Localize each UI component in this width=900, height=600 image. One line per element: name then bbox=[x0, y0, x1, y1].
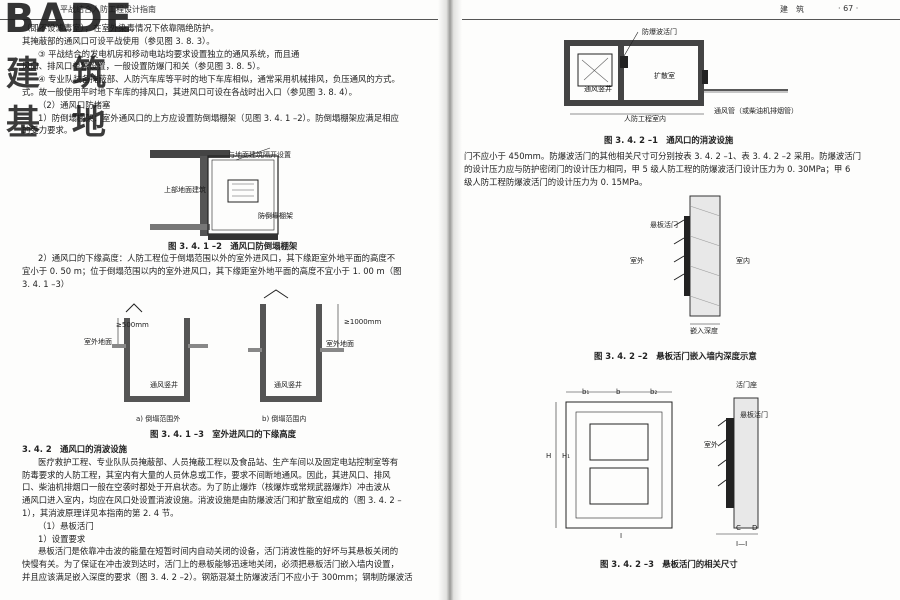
fig2a-sub: a) 倒塌范围外 bbox=[136, 415, 181, 423]
fig2b-ground: 室外地面 bbox=[326, 340, 354, 348]
text-line: 宜小于 0. 50 m；位于倒塌范围以内的室外进风口，其下缘距室外地平面的高度不… bbox=[22, 265, 402, 276]
valve-dimension-figure bbox=[555, 391, 759, 535]
text-line: 3. 4. 1 –3） bbox=[22, 278, 70, 289]
r-fig1-label-room: 扩散室 bbox=[654, 72, 675, 80]
r-fig3-valve: 悬板活门 bbox=[740, 411, 768, 419]
collapse-shed-figure bbox=[150, 147, 280, 240]
right-running-header: 建 筑 bbox=[780, 5, 804, 14]
left-header-rule bbox=[0, 19, 446, 20]
fig2b-shaft: 通风竖井 bbox=[274, 381, 302, 389]
text-line: 的设计压力应与防护密闭门的设计压力相同，甲 5 级人防工程的防爆波活门设计压力为… bbox=[464, 163, 851, 174]
r-fig2-caption: 图 3. 4. 2 –2 悬板活门嵌入墙内深度示意 bbox=[594, 351, 757, 361]
r-fig3-c: C bbox=[736, 524, 741, 532]
fig2a-shaft: 通风竖井 bbox=[150, 381, 178, 389]
text-line: 通风口进入室内，均应在风口处设置消波设施。消波设施是由防爆波活门和扩散室组成的（… bbox=[22, 495, 402, 506]
text-line: 医疗救护工程、专业队队员掩蔽部、人员掩蔽工程以及食品站、生产车间以及固定电站控制… bbox=[38, 456, 399, 467]
right-page-number: · 67 · bbox=[838, 4, 859, 13]
text-line: 悬板活门是依靠冲击波的能量在短暂时间内自动关闭的设备，活门消波性能的好坏与其悬板… bbox=[38, 546, 399, 557]
text-line: 1）防倒塌棚架：室外通风口的上方应设置防倒塌棚架（见图 3. 4. 1 –2）。… bbox=[38, 112, 399, 123]
r-fig1-label-valve: 防爆波活门 bbox=[642, 28, 677, 36]
r-fig3-b2: b₂ bbox=[650, 388, 658, 396]
text-line: 级人防工程防爆波活门的设计压力为 0. 15MPa。 bbox=[464, 176, 648, 187]
fig1-label-middle: 上部地面建筑 bbox=[164, 186, 206, 194]
fig1-label-top: 与地面建筑隔开设置 bbox=[228, 151, 291, 159]
watermark-logo: BADE 建 筑 基 地 bbox=[0, 0, 176, 143]
fig2-caption: 图 3. 4. 1 –3 室外进风口的下缘高度 bbox=[150, 429, 297, 439]
r-fig3-caption: 图 3. 4. 2 –3 悬板活门的相关尺寸 bbox=[600, 559, 738, 569]
r-fig3-h: H bbox=[546, 452, 552, 460]
r-fig3-outside: 室外 bbox=[704, 441, 718, 449]
fig2a-ground: 室外地面 bbox=[84, 338, 112, 346]
watermark-en: BADE bbox=[4, 0, 134, 42]
right-page: 建 筑 · 67 · 防爆波活门 通风竖井 扩散室 人防工程室内 通风管（或柴油… bbox=[454, 0, 900, 600]
right-header-rule bbox=[454, 19, 900, 20]
r-fig3-frame: 活门座 bbox=[736, 381, 757, 389]
text-line: 防毒要求的人防工程，其室内有大量的人员休息或工作，要求不间断地通风。因此，其进风… bbox=[22, 469, 391, 480]
r-fig3-section: Ⅰ—Ⅰ bbox=[736, 540, 748, 548]
embed-depth-figure bbox=[673, 195, 721, 325]
text-line: （2）通风口防堵塞 bbox=[38, 99, 111, 110]
r-fig2-label-inside: 室内 bbox=[736, 257, 750, 265]
text-line: 的受力要求。 bbox=[22, 125, 73, 136]
fig1-label-bottom: 防倒塌棚架 bbox=[258, 212, 293, 220]
book-gutter bbox=[438, 0, 462, 600]
r-fig3-b: b bbox=[616, 388, 621, 396]
r-fig1-caption: 图 3. 4. 2 –1 通风口的消波设施 bbox=[604, 135, 734, 145]
r-fig3-h1: H₁ bbox=[562, 452, 571, 460]
text-line: 口、柴油机排烟口一般在空袭时都处于开启状态。为了防止爆炸（核爆炸或常规武器爆炸）… bbox=[22, 482, 391, 493]
r-fig1-label-shaft: 通风竖井 bbox=[584, 85, 612, 93]
text-line: 2）通风口的下缘高度：人防工程位于倒塌范围以外的室外进风口，其下缘距室外地平面的… bbox=[38, 253, 396, 263]
text-line: 1）设置要求 bbox=[38, 533, 86, 544]
text-line: 门不应小于 450mm。防爆波活门的其他相关尺寸可分别按表 3. 4. 2 –1… bbox=[464, 151, 861, 161]
left-running-header: 平战结合人防工程设计指南 bbox=[60, 5, 156, 14]
text-line: 3. 4. 2 通风口的消波设施 bbox=[22, 444, 128, 454]
r-fig3-d: D bbox=[752, 524, 758, 532]
text-line: ④ 专业队装备掩蔽部、人防汽车库等平时的地下车库相似，通常采用机械排风，负压通风… bbox=[38, 74, 400, 85]
r-fig2-label-valve: 悬板活门 bbox=[650, 221, 678, 229]
fig1-caption: 图 3. 4. 1 –2 通风口防倒塌棚架 bbox=[168, 241, 298, 251]
text-line: 并且应该满足嵌入深度的要求（图 3. 4. 2 –2）。钢筋混凝土防爆波活门不应… bbox=[22, 572, 413, 582]
vent-height-figure-a bbox=[112, 303, 208, 402]
fig2b-dim: ≥1000mm bbox=[344, 318, 382, 326]
text-line: （即不设滤毒室），在室外染毒情况下依靠隔绝防护。 bbox=[22, 23, 219, 33]
text-line: ③ 平战结合的发电机房和移动电站均要求设置独立的通风系统，而且通 bbox=[38, 48, 300, 59]
text-line: 风口、排风口单独设置，一般设置防爆门和关（参见图 3. 8. 5）。 bbox=[22, 61, 265, 72]
text-line: 快慢有关。为了保证在冲击波到达时，活门上的悬板能够迅速地关闭，必须把悬板活门嵌入… bbox=[22, 559, 399, 570]
blast-attenuation-figure bbox=[564, 31, 788, 115]
vent-height-figure-b bbox=[248, 289, 344, 402]
r-fig3-b1: b₁ bbox=[582, 388, 590, 396]
r-fig1-label-project: 人防工程室内 bbox=[624, 115, 666, 123]
watermark-cn: 建 筑 基 地 bbox=[6, 54, 116, 143]
left-page: 平战结合人防工程设计指南 （即不设滤毒室），在室外染毒情况下依靠隔绝防护。其掩蔽… bbox=[0, 0, 446, 600]
r-fig2-label-depth: 嵌入深度 bbox=[690, 327, 718, 335]
text-line: 其掩蔽部的通风口可设平战使用（参见图 3. 8. 3）。 bbox=[22, 35, 215, 46]
text-line: 1），其消波原理详见本指南的第 2. 4 节。 bbox=[22, 508, 179, 518]
text-line: （1）悬板活门 bbox=[38, 520, 94, 531]
r-fig3-i: Ⅰ bbox=[620, 532, 623, 540]
text-line: 式。故一般使用平时地下车库的排风口，其进风口可设在各战时出入口（参见图 3. 8… bbox=[22, 87, 357, 97]
fig2a-dim: ≥500mm bbox=[116, 321, 149, 329]
r-fig1-label-pipe: 通风管（或柴油机排烟管） bbox=[714, 107, 798, 115]
fig2b-sub: b) 倒塌范围内 bbox=[262, 415, 307, 423]
r-fig2-label-outside: 室外 bbox=[630, 257, 644, 265]
